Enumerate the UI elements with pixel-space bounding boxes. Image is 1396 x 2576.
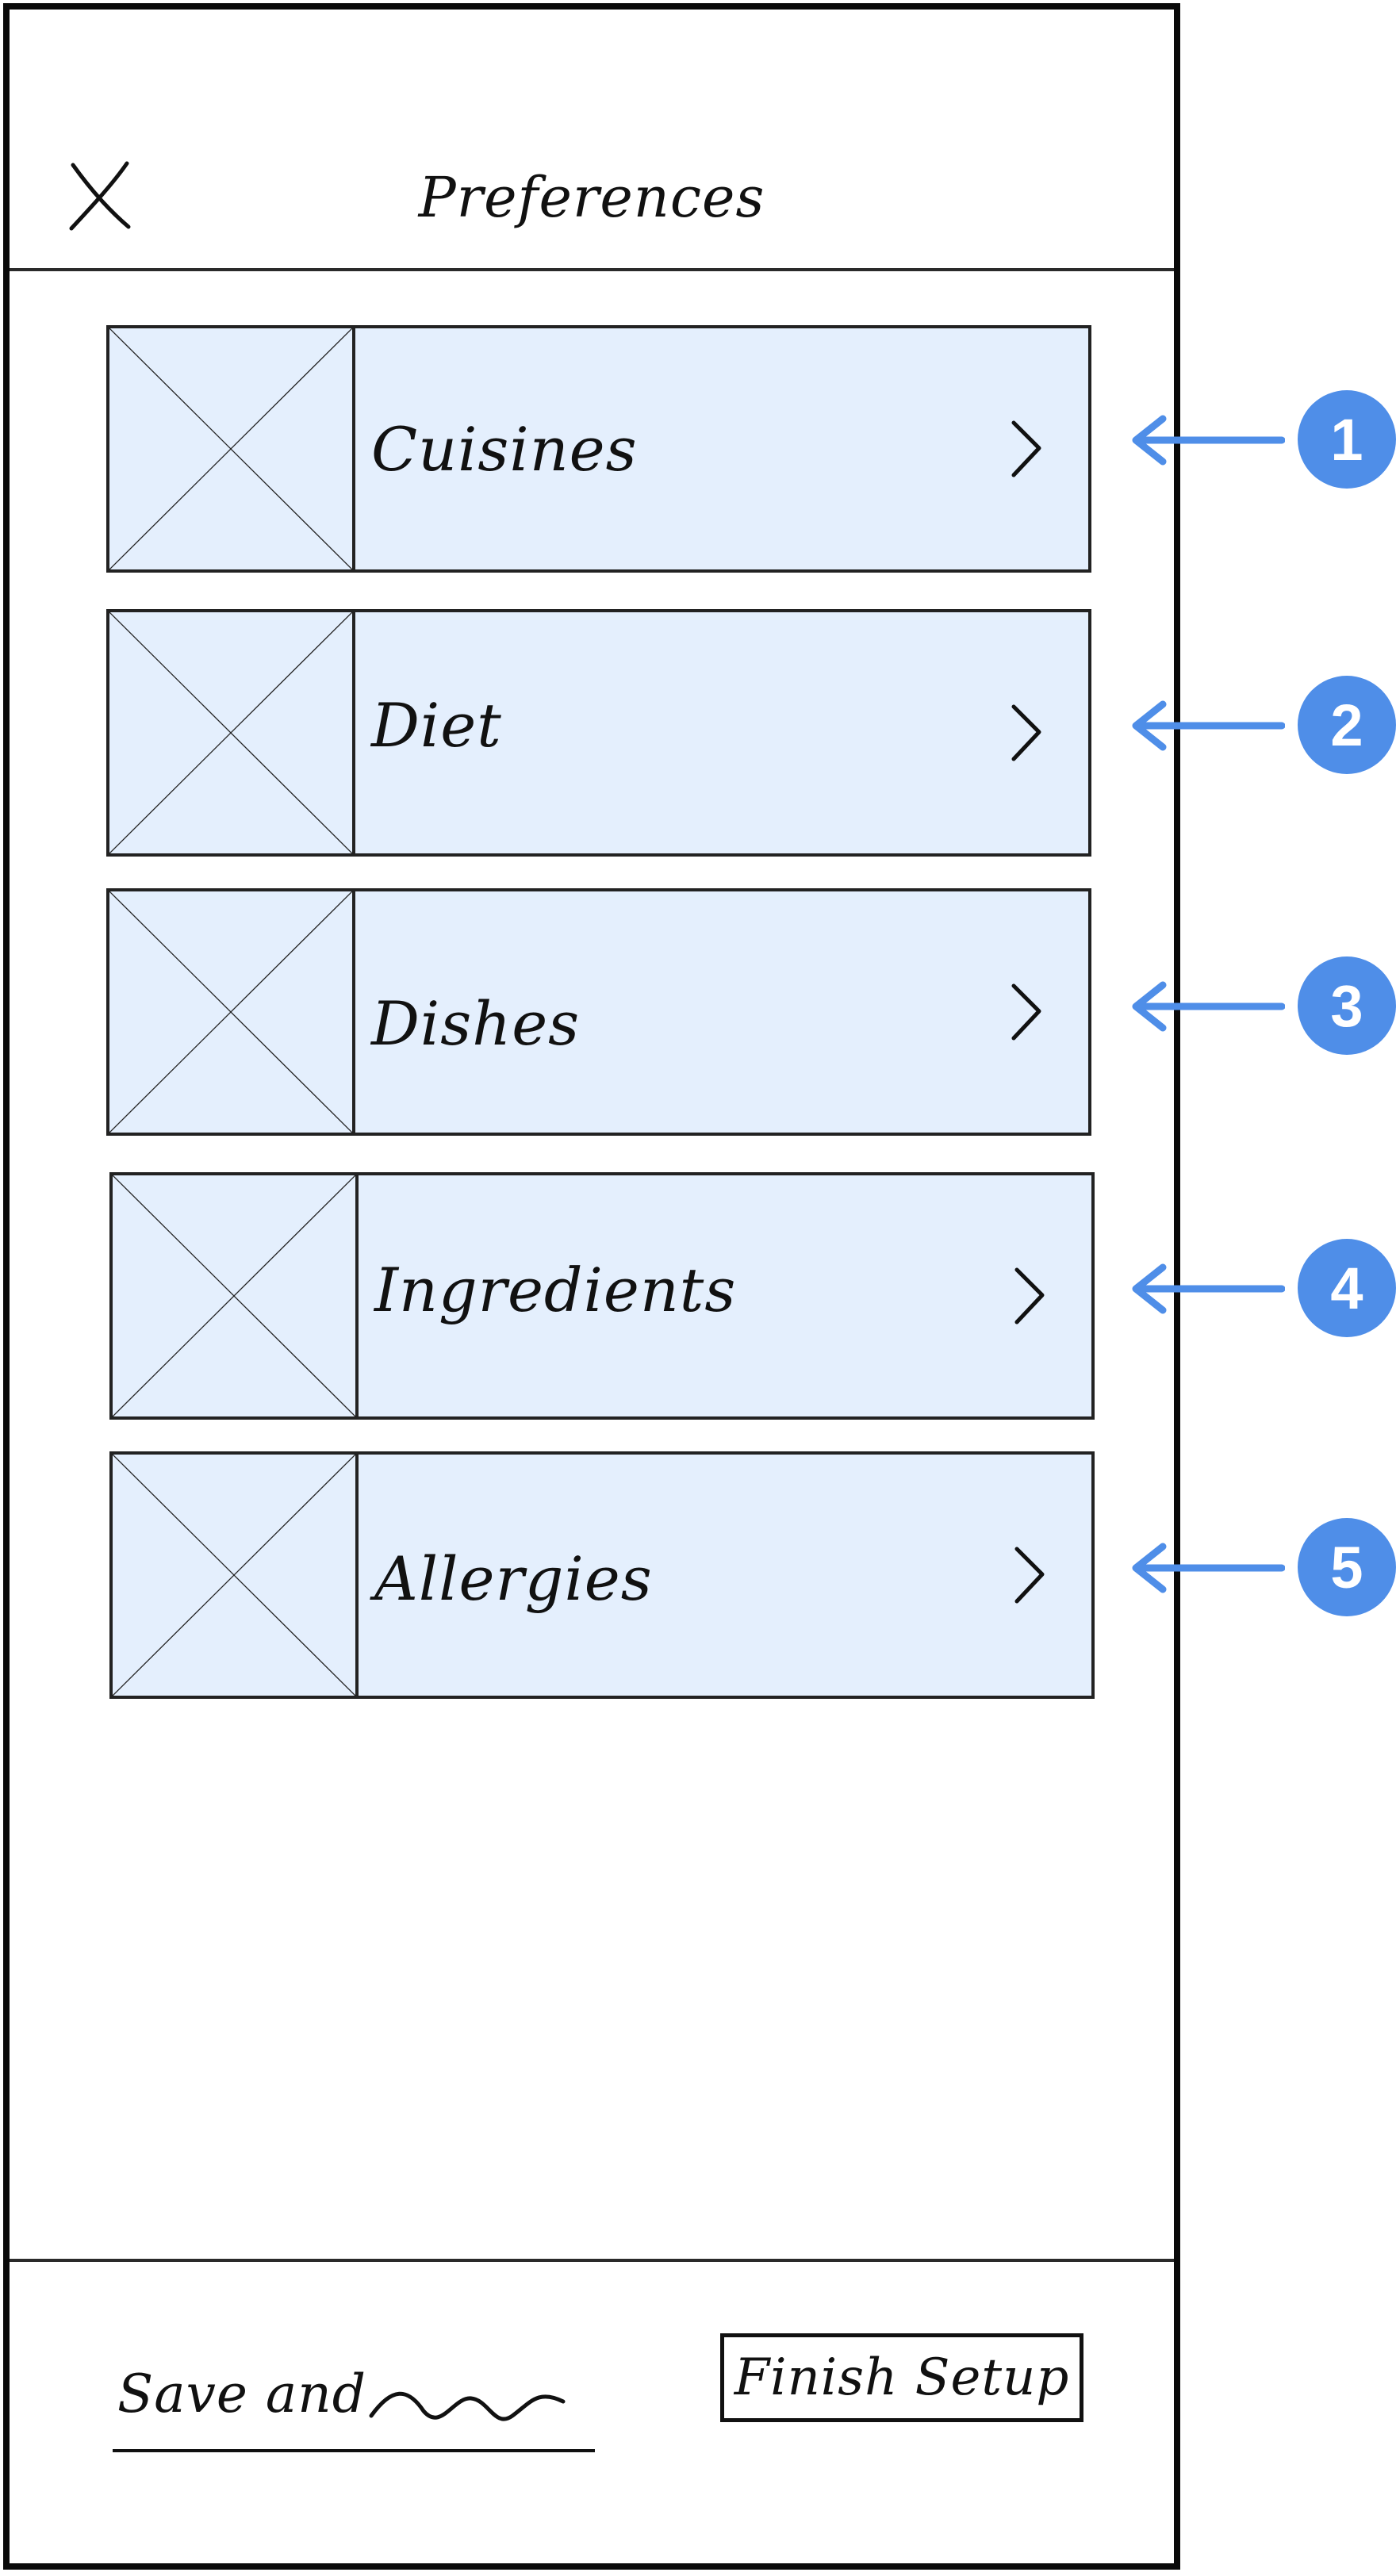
preference-row-diet[interactable]: Diet (106, 609, 1091, 857)
row-label: Allergies (374, 1543, 653, 1614)
chevron-right-icon (1009, 703, 1044, 762)
save-and-exit-link[interactable]: Save and (105, 2357, 596, 2452)
close-button[interactable] (65, 160, 136, 232)
footer-bar: Save and Finish Setup (10, 2259, 1174, 2570)
annotation-badge: 2 (1298, 676, 1396, 774)
row-label: Diet (371, 689, 502, 761)
arrow-left-icon (1126, 955, 1285, 1058)
chevron-right-icon (1009, 983, 1044, 1041)
save-link-label: Save and (117, 2363, 366, 2425)
arrow-left-icon (1126, 1237, 1285, 1340)
annotation-badge: 1 (1298, 390, 1396, 489)
chevron-right-icon (1012, 1546, 1047, 1604)
close-icon (69, 161, 131, 231)
row-label: Cuisines (371, 413, 638, 485)
squiggle-placeholder-icon (368, 2379, 566, 2435)
annotation-badge: 3 (1298, 956, 1396, 1055)
preference-row-dishes[interactable]: Dishes (106, 888, 1091, 1136)
annotation-2: 2 (1126, 674, 1396, 777)
annotation-4: 4 (1126, 1237, 1396, 1340)
preference-row-ingredients[interactable]: Ingredients (109, 1172, 1095, 1420)
annotation-badge: 5 (1298, 1518, 1396, 1616)
image-placeholder-icon (109, 891, 355, 1133)
page-title: Preferences (418, 165, 765, 230)
annotation-5: 5 (1126, 1516, 1396, 1620)
header-bar: Preferences (10, 10, 1174, 271)
image-placeholder-icon (109, 328, 355, 569)
save-link-underline (113, 2449, 595, 2452)
arrow-left-icon (1126, 389, 1285, 492)
image-placeholder-icon (113, 1455, 359, 1696)
preference-row-cuisines[interactable]: Cuisines (106, 325, 1091, 573)
finish-setup-button[interactable]: Finish Setup (720, 2333, 1083, 2422)
row-label: Ingredients (374, 1254, 737, 1325)
annotation-1: 1 (1126, 389, 1396, 492)
preference-row-allergies[interactable]: Allergies (109, 1451, 1095, 1699)
row-label: Dishes (371, 987, 581, 1059)
chevron-right-icon (1012, 1267, 1047, 1325)
phone-frame: Preferences Cuisines Diet (3, 3, 1180, 2570)
annotation-badge: 4 (1298, 1239, 1396, 1337)
arrow-left-icon (1126, 674, 1285, 777)
arrow-left-icon (1126, 1516, 1285, 1620)
chevron-right-icon (1009, 420, 1044, 478)
image-placeholder-icon (109, 612, 355, 853)
annotation-3: 3 (1126, 955, 1396, 1058)
image-placeholder-icon (113, 1175, 359, 1416)
